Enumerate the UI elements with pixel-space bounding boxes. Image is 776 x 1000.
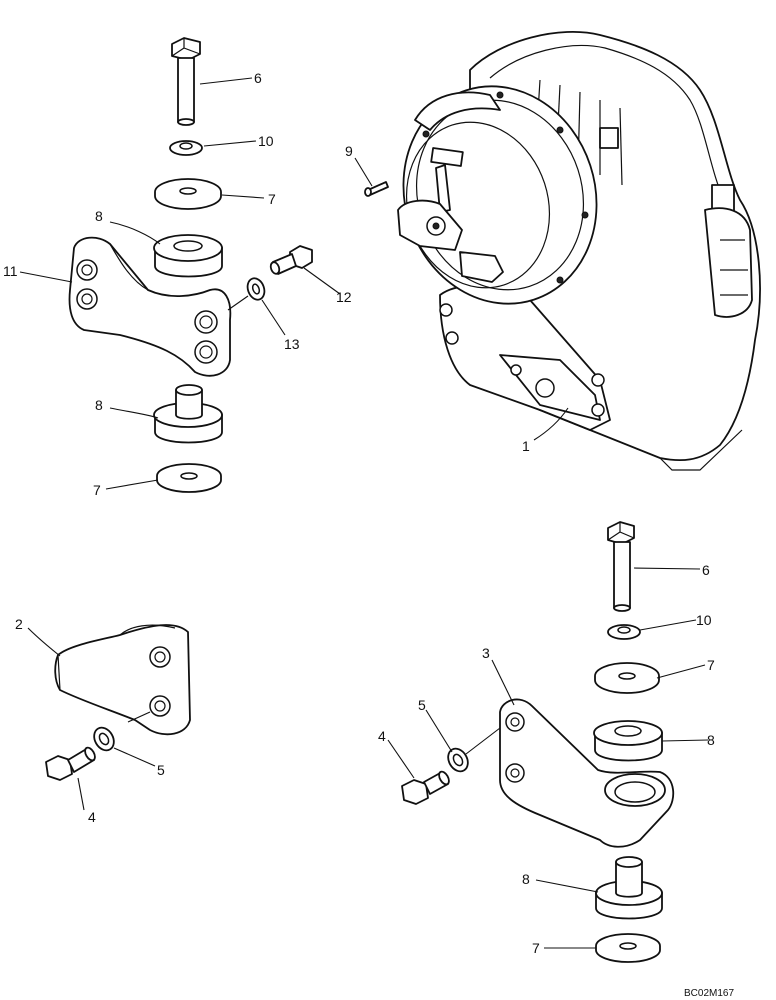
small-bolt xyxy=(364,181,389,197)
drawing-code: BC02M167 xyxy=(684,988,734,999)
mount-bolt xyxy=(607,521,635,612)
callout-4: 4 xyxy=(378,728,386,744)
bolt xyxy=(401,770,450,805)
callout-12: 12 xyxy=(336,289,352,305)
rubber-mount xyxy=(595,856,663,920)
callout-7: 7 xyxy=(532,940,540,956)
callout-8: 8 xyxy=(95,208,103,224)
callout-8: 8 xyxy=(707,732,715,748)
lock-washer xyxy=(93,726,115,752)
lock-washer xyxy=(447,727,501,773)
callout-9: 9 xyxy=(345,143,353,159)
callout-10: 10 xyxy=(258,133,274,149)
mounting-bracket xyxy=(54,624,191,736)
lock-washer xyxy=(227,277,266,311)
rubber-mount xyxy=(593,720,663,762)
callout-5: 5 xyxy=(157,762,165,778)
flat-washer xyxy=(156,463,222,493)
callout-2: 2 xyxy=(15,616,23,632)
washer xyxy=(607,624,641,640)
transmission-housing xyxy=(397,31,761,471)
mount-bolt xyxy=(171,37,201,126)
callout-6: 6 xyxy=(254,70,262,86)
small-bolt xyxy=(269,245,313,275)
flat-washer xyxy=(594,662,660,694)
callout-13: 13 xyxy=(284,336,300,352)
callout-8: 8 xyxy=(95,397,103,413)
callout-6: 6 xyxy=(702,562,710,578)
callout-5: 5 xyxy=(418,697,426,713)
rubber-mount xyxy=(153,384,223,444)
callout-4: 4 xyxy=(88,809,96,825)
mounting-bracket xyxy=(499,698,675,848)
callout-10: 10 xyxy=(696,612,712,628)
flat-washer xyxy=(154,178,222,210)
callout-labels: 6 10 7 8 11 12 13 8 7 9 1 2 4 5 6 10 7 8… xyxy=(3,70,734,999)
callout-11: 11 xyxy=(3,263,18,279)
washer xyxy=(169,140,203,156)
mounting-bracket xyxy=(68,236,232,377)
callout-7: 7 xyxy=(707,657,715,673)
callout-7: 7 xyxy=(93,482,101,498)
callout-3: 3 xyxy=(482,645,490,661)
callout-1: 1 xyxy=(522,438,530,454)
bolt xyxy=(45,746,96,781)
rubber-mount xyxy=(153,234,223,278)
callout-7: 7 xyxy=(268,191,276,207)
flat-washer xyxy=(595,933,661,963)
leader-lines xyxy=(19,77,709,949)
callout-8: 8 xyxy=(522,871,530,887)
